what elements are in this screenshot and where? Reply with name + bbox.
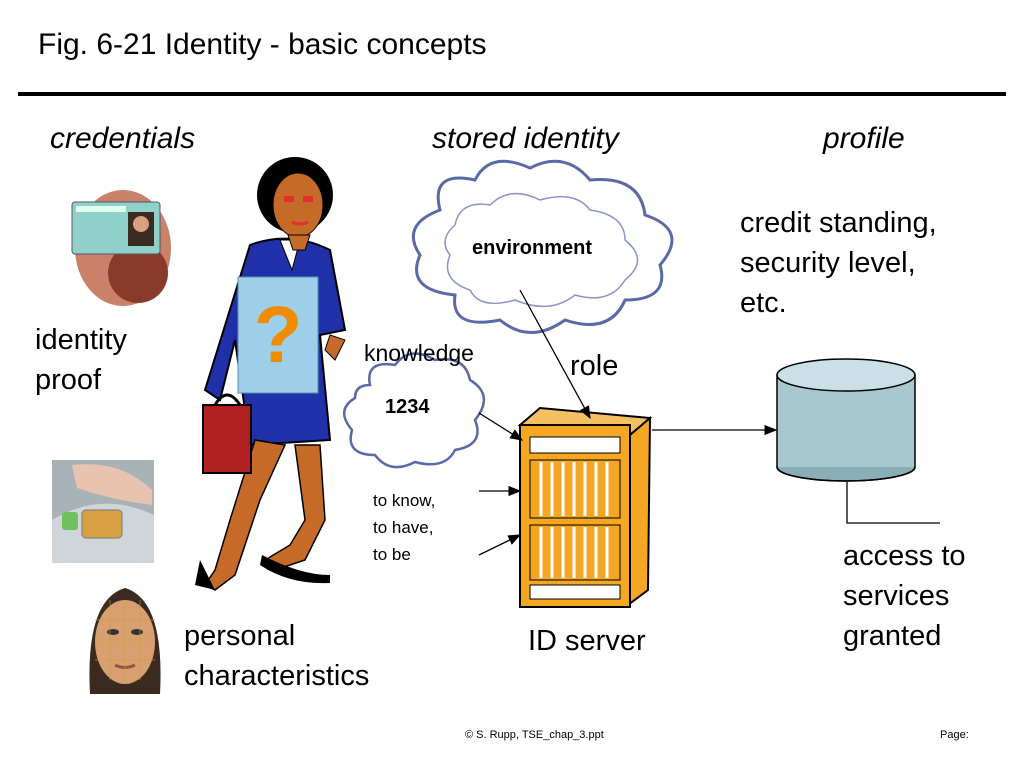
role-label: role [570, 350, 619, 382]
environment-cloud-icon [411, 159, 674, 334]
heading-credentials: credentials [50, 122, 196, 155]
profile-database-icon [776, 358, 916, 482]
fingerprint-scanner-photo [52, 460, 154, 563]
personal-characteristics-label: personal characteristics [184, 620, 370, 692]
id-server-icon [517, 406, 653, 608]
access-granted-label: access to services granted [843, 540, 966, 652]
id-server-label: ID server [528, 625, 646, 657]
knowledge-arrow [478, 412, 524, 441]
question-mark: ? [253, 290, 303, 379]
heading-stored-identity: stored identity [432, 122, 619, 155]
environment-arrow [519, 289, 591, 420]
db-to-access-line [846, 482, 940, 524]
heading-profile: profile [823, 122, 905, 155]
footer-page: Page: [940, 729, 969, 741]
face-scan-photo [80, 580, 170, 694]
question-sign [237, 276, 319, 394]
id-card-photo [68, 178, 178, 308]
title-divider [18, 92, 1006, 96]
knowledge-label: knowledge [364, 340, 474, 366]
identity-proof-label: identity proof [35, 324, 127, 396]
to-be-arrow [478, 534, 522, 556]
environment-label: environment [472, 237, 593, 259]
to-know-label: to know, to have, to be [373, 491, 436, 564]
footer-copyright: © S. Rupp, TSE_chap_3.ppt [465, 729, 604, 741]
pin-label: 1234 [385, 396, 430, 418]
profile-text: credit standing, security level, etc. [740, 207, 937, 319]
knowledge-cloud-icon [343, 352, 485, 469]
page-title: Fig. 6-21 Identity - basic concepts [38, 28, 487, 61]
